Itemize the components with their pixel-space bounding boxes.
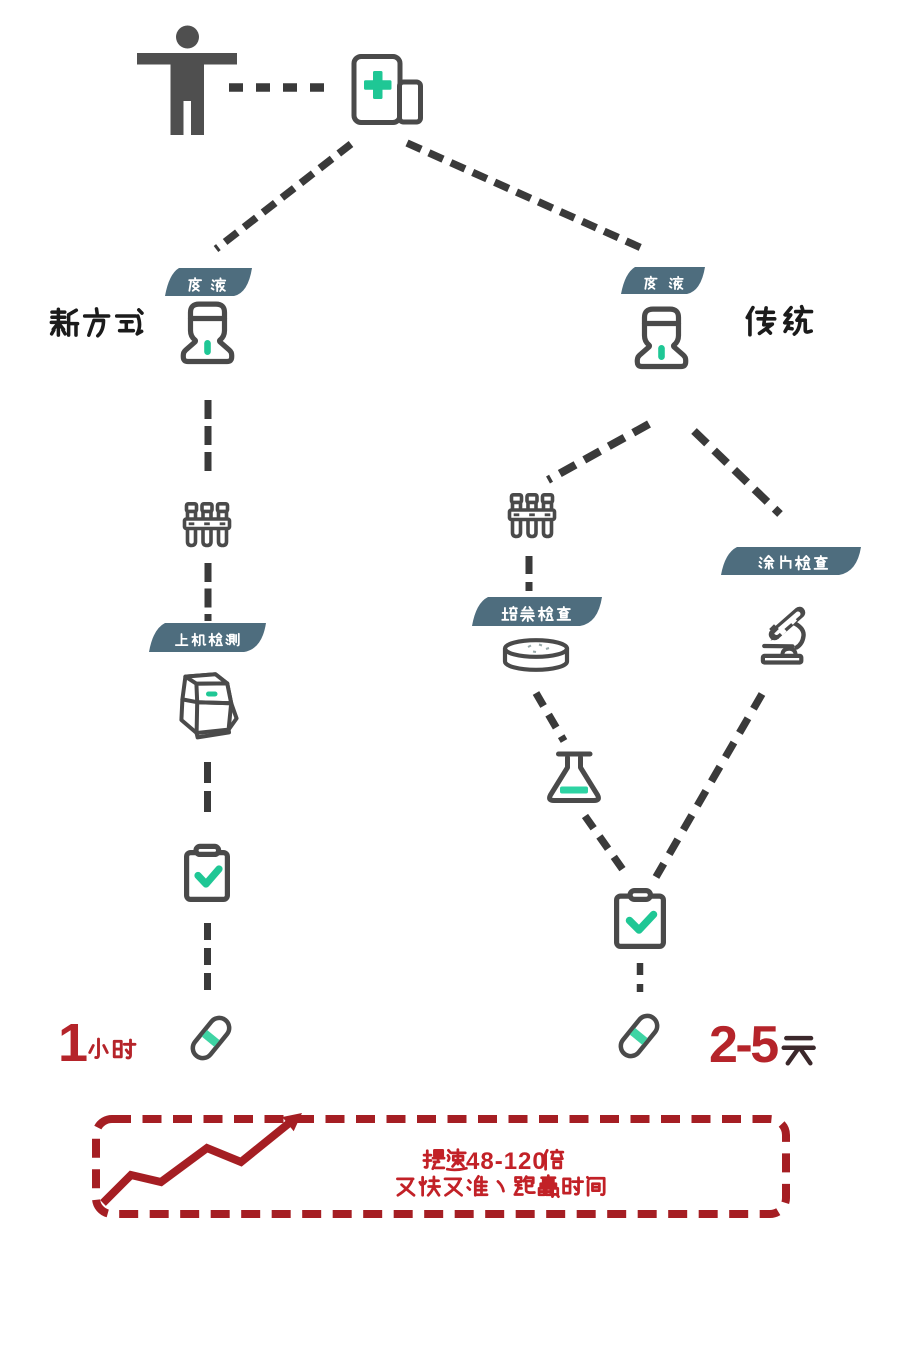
svg-text:1: 1 <box>58 1013 88 1073</box>
svg-text:48-120: 48-120 <box>466 1148 547 1175</box>
svg-text:2-5: 2-5 <box>709 1016 778 1074</box>
